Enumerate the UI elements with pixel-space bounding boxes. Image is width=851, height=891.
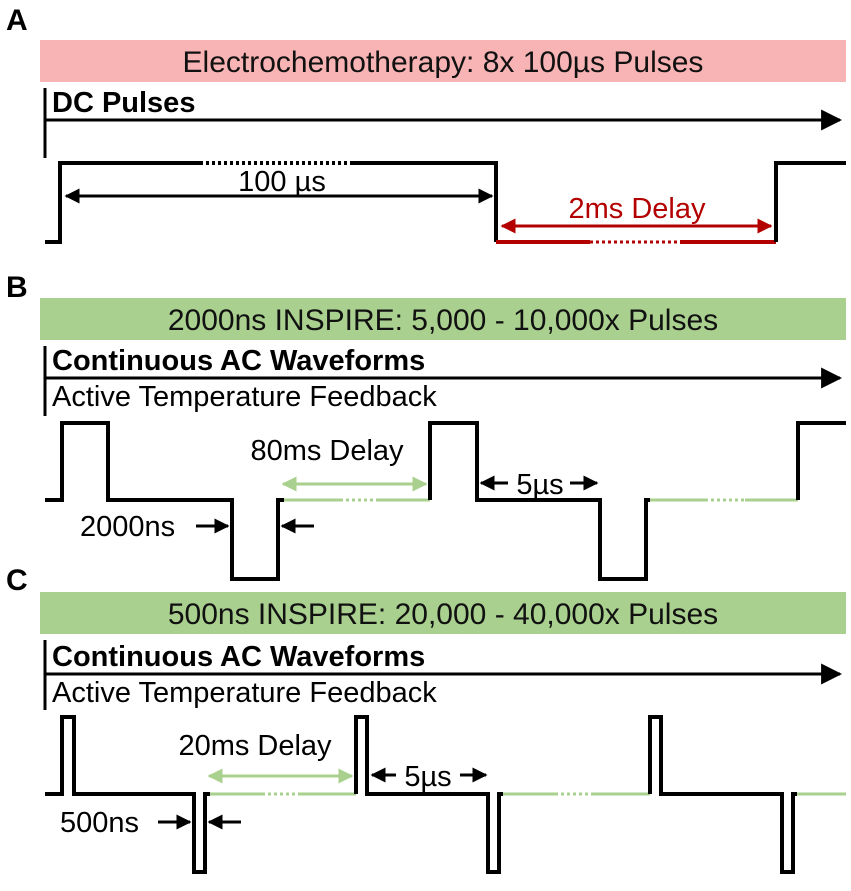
panel-c-biphasic-burst-1 xyxy=(45,715,210,874)
panel-a-banner-title: Electrochemotherapy: 8x 100µs Pulses xyxy=(183,46,704,79)
panel-c-delay-label: 20ms Delay xyxy=(178,730,332,762)
panel-a-banner xyxy=(40,40,846,82)
panel-c-biphasic-burst-2 xyxy=(354,715,503,874)
panel-c-banner-title: 500ns INSPIRE: 20,000 - 40,000x Pulses xyxy=(168,598,718,631)
panel-b-biphasic-burst-1 xyxy=(45,421,284,581)
panel-b: B 2000ns INSPIRE: 5,000 - 10,000x Pulses… xyxy=(6,271,846,581)
panel-c-heading: Continuous AC Waveforms xyxy=(52,641,425,673)
panel-b-biphasic-burst-2 xyxy=(428,421,650,581)
panel-a-pulse-start xyxy=(45,161,200,244)
panel-c-biphasic-burst-3 xyxy=(648,715,797,874)
panel-a: A Electrochemotherapy: 8x 100µs Pulses D… xyxy=(6,4,846,244)
panel-b-banner-title: 2000ns INSPIRE: 5,000 - 10,000x Pulses xyxy=(168,304,718,337)
panel-b-letter: B xyxy=(6,271,28,304)
panel-c-banner xyxy=(40,592,846,634)
panel-a-pulse-width-label: 100 µs xyxy=(238,166,326,198)
panel-b-subheading: Active Temperature Feedback xyxy=(52,381,437,413)
panel-c-subheading: Active Temperature Feedback xyxy=(52,677,437,709)
panel-a-delay-label: 2ms Delay xyxy=(569,193,706,225)
panel-c-letter: C xyxy=(6,564,28,597)
panel-b-heading: Continuous AC Waveforms xyxy=(52,345,425,377)
panel-a-heading: DC Pulses xyxy=(52,87,195,119)
panel-b-biphasic-burst-3 xyxy=(796,421,846,500)
panel-a-letter: A xyxy=(6,4,28,37)
panel-b-delay-label: 80ms Delay xyxy=(250,435,404,467)
panel-c-gap-label: 5µs xyxy=(404,761,451,793)
panel-b-pulse-width-label: 2000ns xyxy=(80,511,175,543)
panel-a-pulse-end xyxy=(350,161,498,242)
panel-c-pulse-width-label: 500ns xyxy=(60,807,139,839)
panel-a-next-pulse xyxy=(774,161,846,242)
panel-b-gap-label: 5µs xyxy=(516,469,563,501)
panel-c: C 500ns INSPIRE: 20,000 - 40,000x Pulses… xyxy=(6,564,846,874)
panel-b-banner xyxy=(40,298,846,340)
